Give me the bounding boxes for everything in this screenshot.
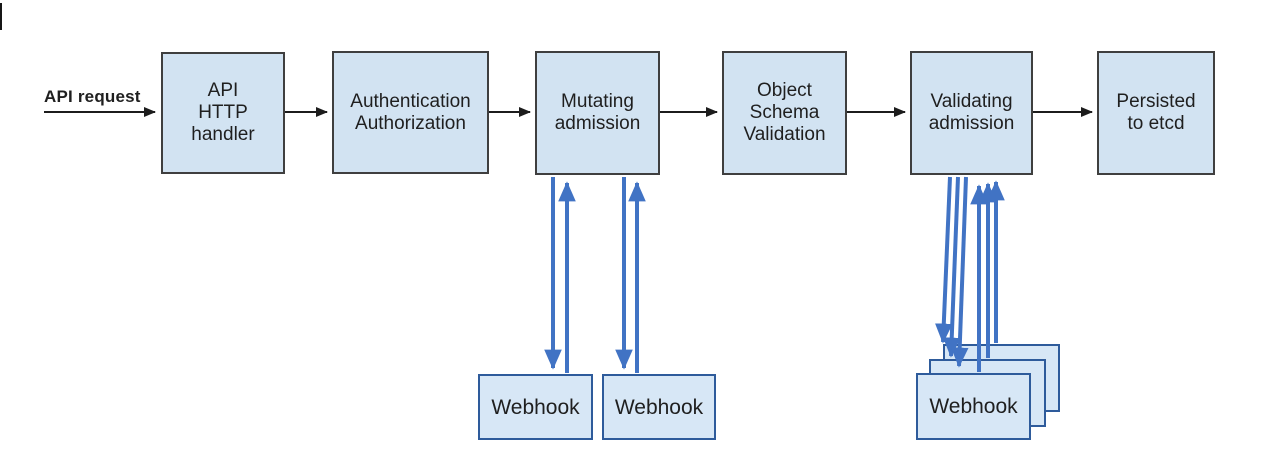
node-authentication-authorization: Authentication Authorization xyxy=(332,51,489,174)
validating-webhook-box-front: Webhook xyxy=(916,373,1031,440)
mutating-webhook-box-1: Webhook xyxy=(478,374,593,440)
node-mutating-admission: Mutating admission xyxy=(535,51,660,175)
validating-webhook-down-arrow-3 xyxy=(950,176,969,368)
corner-mark xyxy=(0,3,2,30)
node-persisted-to-etcd: Persisted to etcd xyxy=(1097,51,1215,175)
api-request-label: API request xyxy=(44,87,141,106)
mutating-webhook-box-2: Webhook xyxy=(602,374,716,440)
node-validating-admission: Validating admission xyxy=(910,51,1033,175)
node-object-schema-validation: Object Schema Validation xyxy=(722,51,847,175)
validating-webhook-down-arrow-2 xyxy=(942,176,961,358)
validating-webhook-down-arrow-1 xyxy=(934,176,953,344)
node-api-http-handler: API HTTP handler xyxy=(161,52,285,174)
